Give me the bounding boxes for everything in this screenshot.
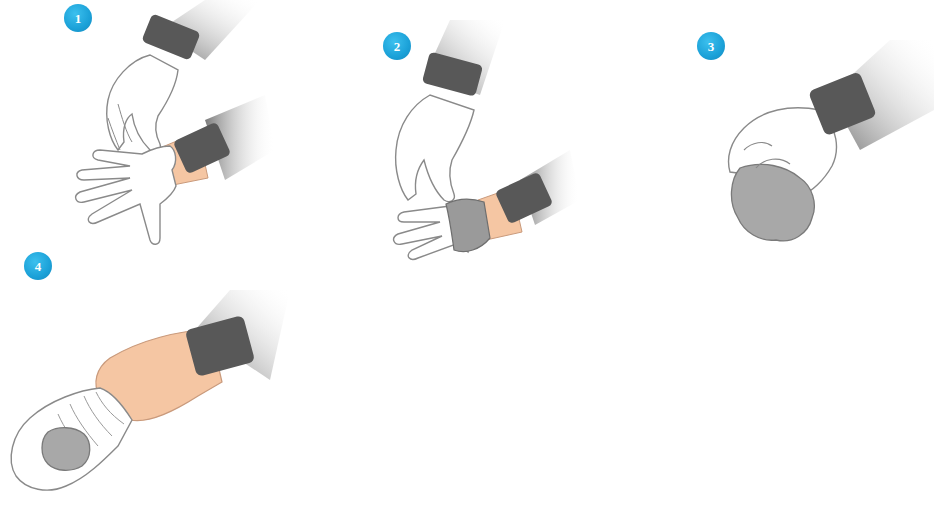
cuff [185, 315, 255, 377]
step-two-figure [394, 20, 580, 259]
step-number-circle: 4 [24, 252, 52, 280]
cuff [808, 71, 877, 136]
cuff [173, 122, 232, 175]
cuff [141, 13, 200, 60]
cuff [422, 52, 483, 97]
step-three-figure [729, 40, 934, 241]
step-number: 3 [708, 40, 715, 53]
gloved-hand [107, 55, 178, 152]
gloved-hand [396, 95, 474, 202]
gloved-hand [108, 104, 132, 150]
step-four-figure [11, 290, 290, 490]
gloved-fist [744, 143, 790, 168]
cuff [495, 172, 554, 225]
step-number-circle: 1 [64, 4, 92, 32]
step-number-circle: 2 [383, 32, 411, 60]
step-number: 1 [75, 12, 82, 25]
step-number-circle: 3 [697, 32, 725, 60]
step-number: 2 [394, 40, 401, 53]
step-number: 4 [35, 260, 42, 273]
gloved-hand [76, 146, 176, 244]
inverted-glove [446, 199, 490, 251]
balled-glove [731, 164, 814, 241]
step-one-figure [76, 0, 275, 244]
gloved-fist [11, 388, 132, 490]
balled-glove [42, 428, 90, 471]
